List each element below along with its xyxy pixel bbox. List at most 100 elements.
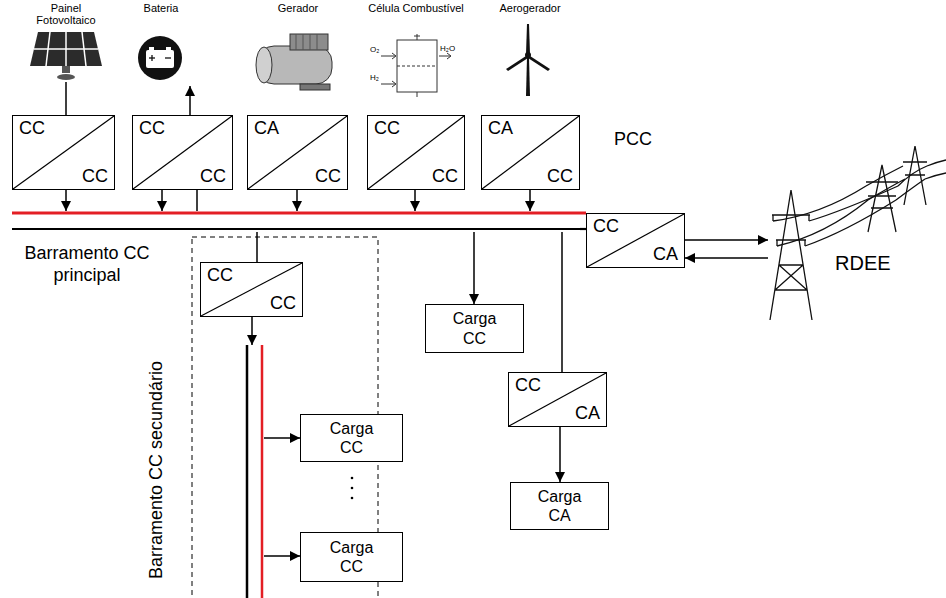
fuel-cell-icon	[381, 56, 395, 57]
source-label: Painel Fotovoltaico	[22, 2, 110, 26]
converter-diagonal	[133, 116, 232, 189]
fuel-cell-icon	[417, 34, 418, 40]
converter-label: CA	[653, 244, 678, 265]
fuel-cell-icon	[392, 81, 396, 87]
connector	[264, 437, 300, 439]
connector	[296, 190, 298, 211]
converter-label: CC	[139, 118, 165, 139]
converter-diagonal	[368, 116, 464, 189]
converter-label: CA	[254, 118, 279, 139]
converter-diagonal	[482, 116, 579, 189]
load-box: Carga CC	[425, 304, 524, 353]
chemical-label: H₂	[370, 74, 379, 82]
converter-diagonal	[248, 116, 347, 189]
battery-source: Bateria	[122, 2, 200, 86]
converter-label: CC	[547, 166, 573, 187]
transmission-towers	[903, 146, 927, 205]
connector	[559, 427, 561, 482]
converter-label: CC	[270, 293, 296, 314]
fuel-cell-icon	[417, 92, 418, 97]
pv-source: Painel Fotovoltaico	[22, 2, 110, 82]
battery-icon	[146, 50, 174, 68]
battery-icon	[165, 57, 171, 58]
connector	[161, 190, 163, 211]
transmission-towers	[773, 186, 898, 246]
bus-lines	[244, 345, 264, 598]
generator-icon	[300, 84, 330, 90]
fuel-cell-icon	[381, 84, 395, 85]
negative-bus-line	[246, 345, 249, 598]
bus-label: Barramento CC secundário	[144, 345, 168, 595]
secondary-dc-bus: Barramento CC secundário	[244, 345, 264, 598]
fuel-cell-icon	[381, 34, 451, 97]
battery-icon	[166, 47, 171, 50]
load-label: Carga CC	[330, 538, 374, 576]
converter-box: CC CC	[12, 115, 115, 190]
load-box: Carga CC	[300, 532, 403, 582]
converter-label: CC	[82, 166, 108, 187]
positive-bus-line	[12, 212, 586, 215]
converter-box: CC CA	[508, 372, 607, 427]
pv-panel-icon	[30, 32, 102, 80]
generator-icon	[310, 34, 311, 50]
source-label: Aerogerador	[480, 2, 580, 14]
converter-diagonal	[587, 214, 684, 267]
load-label: Carga CC	[453, 309, 497, 347]
power-grid: RDEE	[768, 130, 946, 330]
converter-label: CC	[19, 118, 45, 139]
load-label: Carga CC	[330, 419, 374, 457]
bus-label: RDEE	[835, 252, 891, 275]
battery-icon	[149, 47, 154, 50]
ellipsis-dots	[351, 497, 354, 500]
pv-panel-icon	[30, 32, 102, 66]
pv-panel-icon	[34, 32, 98, 66]
source-label: Célula Combustível	[366, 2, 466, 14]
connector	[264, 555, 300, 557]
connector	[561, 232, 563, 372]
battery-icon	[151, 55, 152, 61]
transmission-towers	[866, 166, 927, 200]
load-box: Carga CA	[510, 482, 609, 530]
converter-label: CC	[515, 375, 541, 396]
generator-icon	[317, 34, 318, 50]
converter-box: CCCC	[200, 262, 303, 317]
load-box: Carga CC	[300, 414, 403, 462]
chemical-label: O₂	[370, 46, 379, 54]
converter-diagonal	[201, 263, 302, 316]
connector	[685, 239, 768, 241]
fuel-cell-icon	[397, 66, 437, 67]
generator-icon	[303, 34, 304, 50]
pv-panel-icon	[34, 48, 98, 50]
wind-turbine-icon	[526, 57, 530, 96]
wind-turbine-icon	[526, 24, 530, 54]
connector	[473, 232, 475, 304]
wind-turbine-icon	[528, 56, 550, 71]
generator-icon	[296, 34, 317, 50]
bus-label: Barramento CC principal	[12, 243, 162, 286]
converter-box: CC CC	[132, 115, 233, 190]
converter-box: CACC	[247, 115, 348, 190]
fuel-cell-icon	[392, 53, 396, 59]
battery-icon	[138, 36, 182, 80]
converter-label: CC	[593, 216, 619, 237]
converter-label: CA	[575, 403, 600, 424]
connector	[65, 190, 67, 211]
connector	[251, 317, 253, 345]
load-label: Carga CA	[538, 487, 582, 525]
generator-icon	[256, 47, 272, 83]
converter-label: CC	[200, 166, 226, 187]
connector	[414, 190, 416, 211]
connector	[196, 190, 198, 211]
converter-label: CA	[488, 118, 513, 139]
generator-icon	[296, 34, 297, 50]
battery-icon	[138, 36, 182, 80]
fuel-cell-icon	[439, 56, 450, 57]
transmission-towers	[770, 146, 946, 320]
bus-lines	[12, 211, 580, 232]
fuel-cell-icon	[397, 40, 437, 92]
negative-bus-line	[12, 228, 580, 230]
connector	[189, 86, 191, 115]
